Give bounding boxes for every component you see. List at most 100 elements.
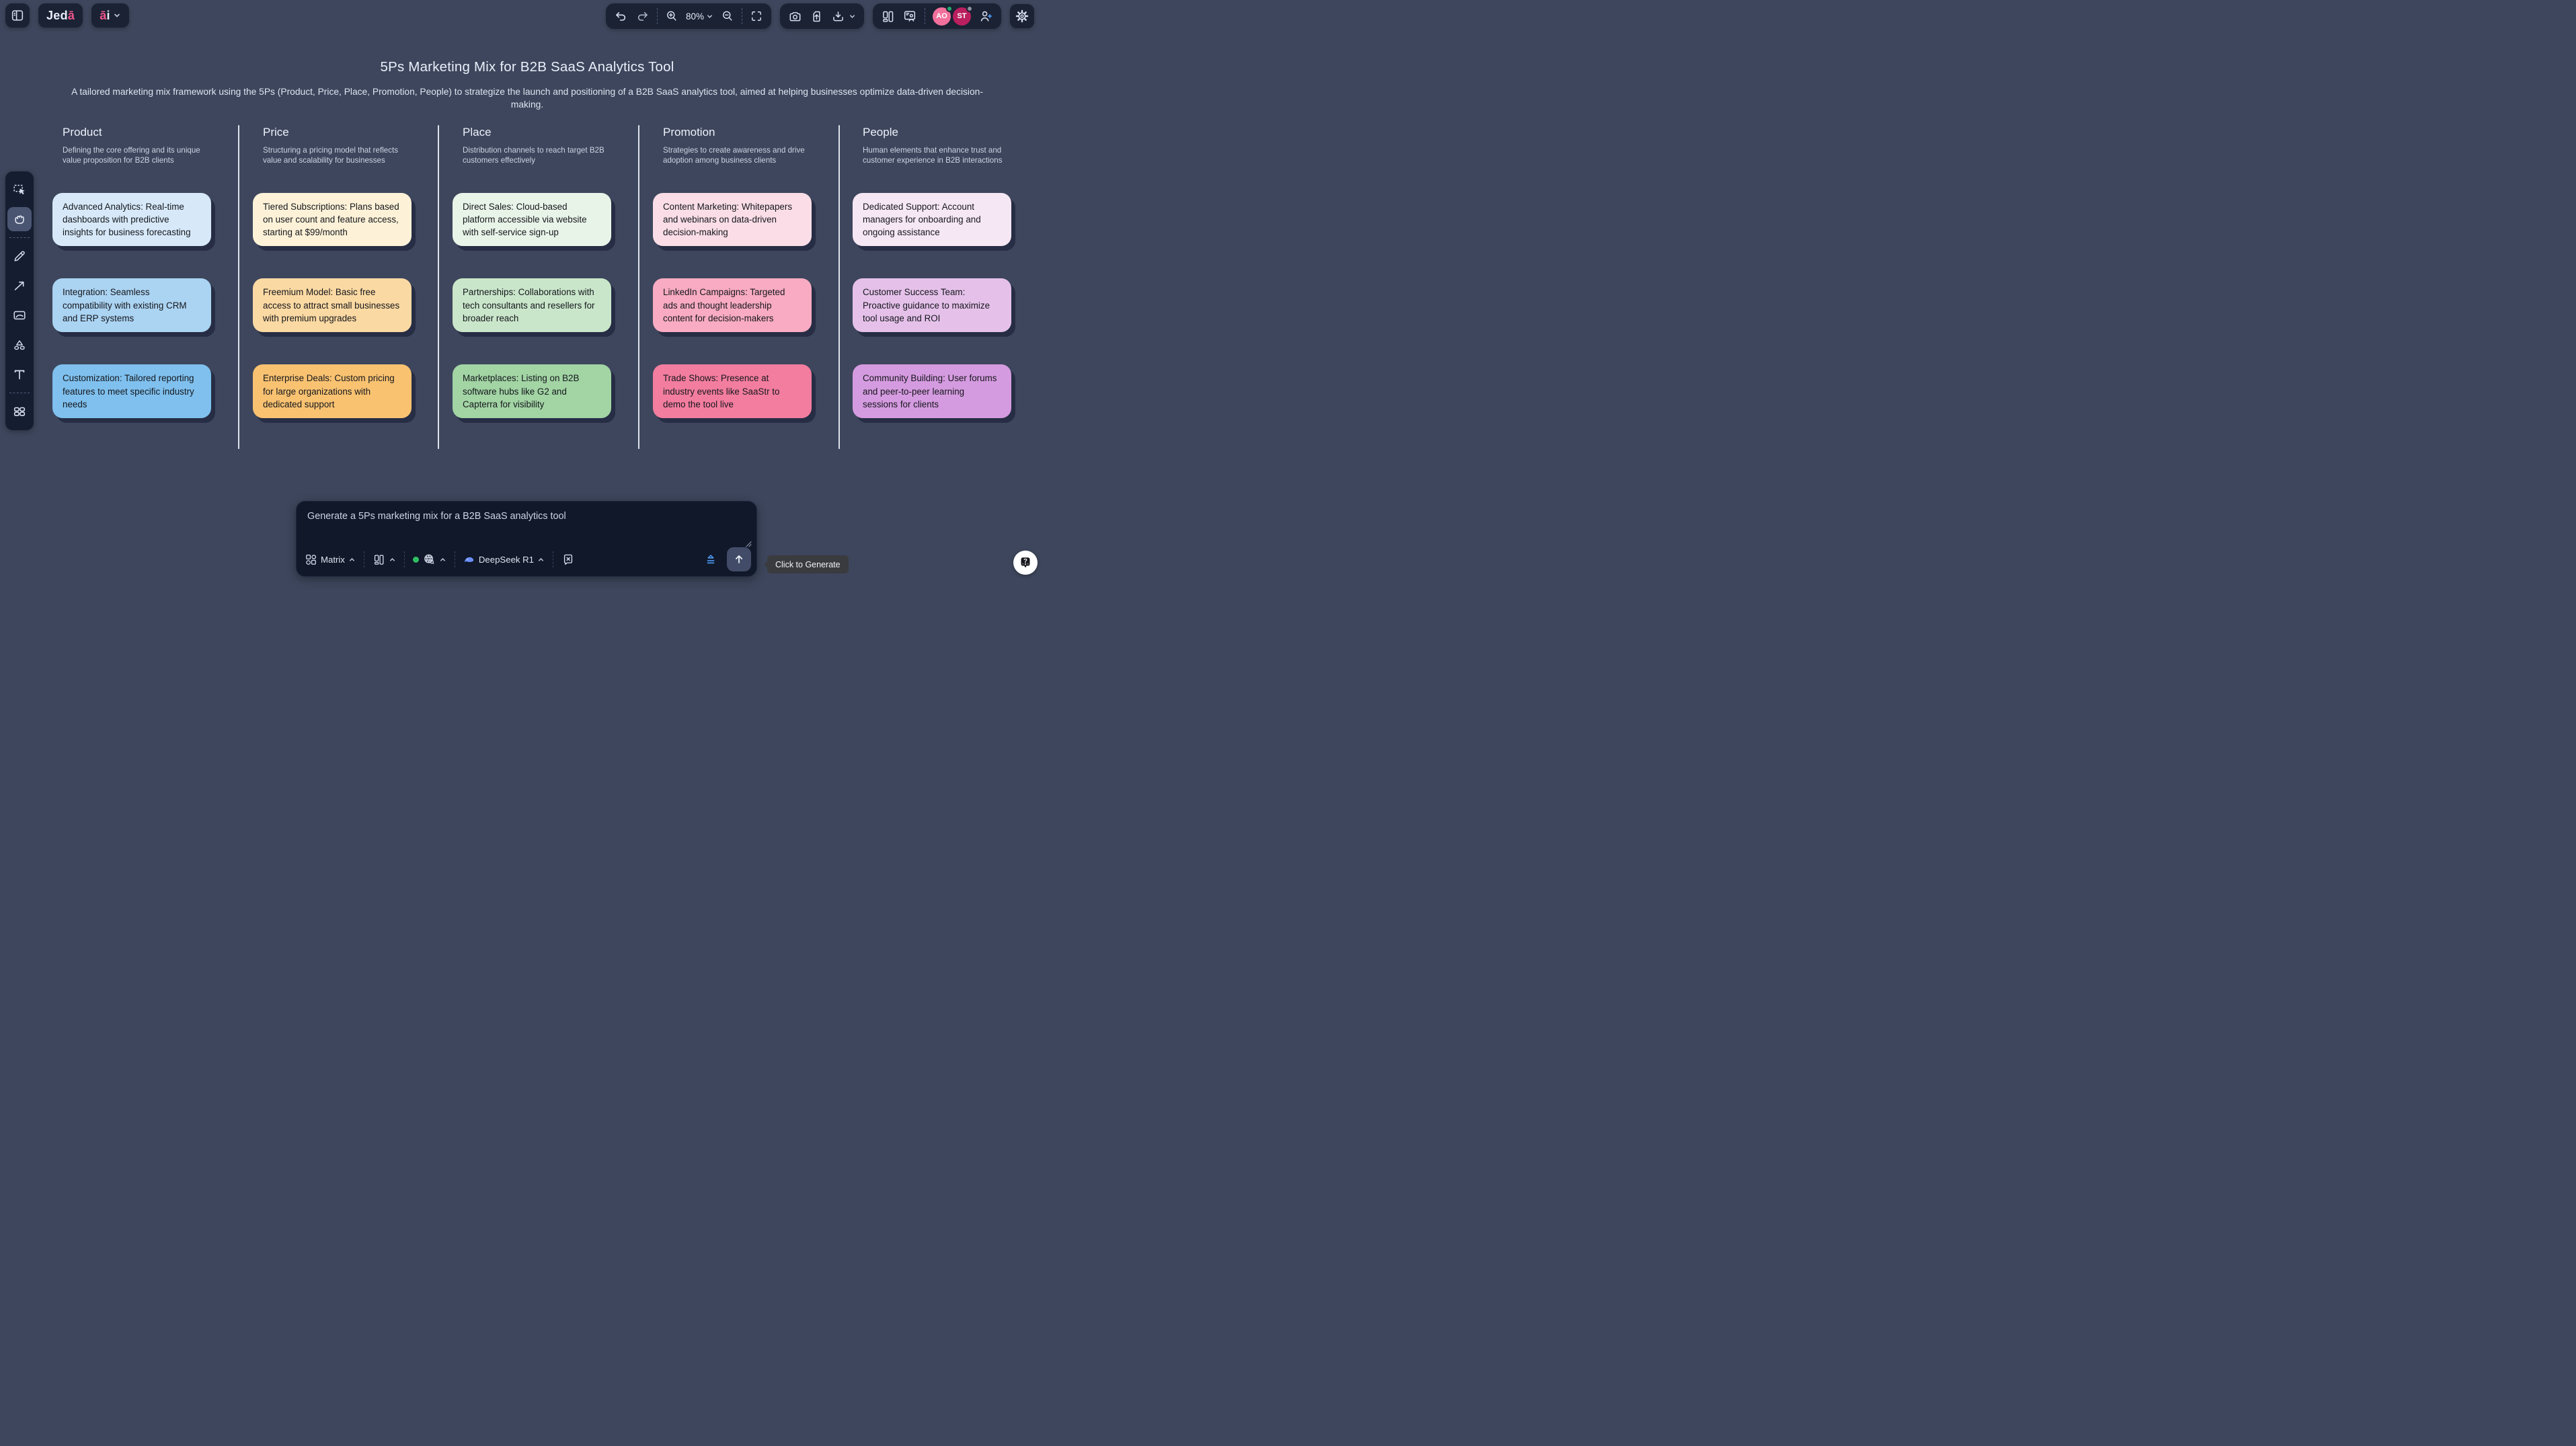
- matrix-column: Promotion Strategies to create awareness…: [653, 125, 812, 419]
- arrow-up-icon: [735, 555, 743, 563]
- sticky-note[interactable]: Customer Success Team: Proactive guidanc…: [853, 278, 1011, 333]
- generate-tooltip: Click to Generate: [764, 555, 849, 573]
- resize-grip-icon[interactable]: [744, 539, 752, 547]
- sticky-note[interactable]: LinkedIn Campaigns: Targeted ads and tho…: [653, 278, 812, 333]
- jeda-logo-button[interactable]: Jedā: [38, 3, 83, 28]
- column-title: Price: [263, 126, 289, 138]
- zoom-out-button[interactable]: [721, 9, 734, 23]
- column-notes: Content Marketing: Whitepapers and webin…: [653, 192, 812, 419]
- sticky-note[interactable]: Customization: Tailored reporting featur…: [52, 364, 211, 419]
- sticky-note[interactable]: Integration: Seamless compatibility with…: [52, 278, 211, 333]
- text-tool[interactable]: [7, 362, 32, 387]
- column-title: Place: [463, 126, 492, 138]
- undo-button[interactable]: [614, 9, 628, 24]
- sticky-note[interactable]: Trade Shows: Presence at industry events…: [653, 364, 812, 419]
- matrix-icon: [306, 554, 317, 565]
- template-select[interactable]: Matrix: [305, 553, 356, 566]
- chevron-up-icon: [349, 557, 354, 561]
- ai-menu-button[interactable]: āi: [91, 3, 129, 28]
- settings-button[interactable]: [1010, 4, 1034, 28]
- ai-logo: āi: [100, 8, 110, 22]
- column-description: Structuring a pricing model that reflect…: [263, 146, 399, 165]
- chevron-up-icon: [440, 557, 445, 561]
- column-description: Defining the core offering and its uniqu…: [63, 146, 200, 165]
- chevron-down-icon: [113, 11, 121, 19]
- shape-tool[interactable]: [7, 333, 32, 357]
- gear-icon: [1015, 9, 1029, 24]
- fit-screen-button[interactable]: [750, 9, 763, 23]
- prompt-bar[interactable]: Generate a 5Ps marketing mix for a B2B S…: [296, 501, 757, 577]
- import-file-button[interactable]: [810, 9, 824, 24]
- jeda-logo: Jedā: [46, 8, 75, 22]
- svg-text:?: ?: [1023, 558, 1027, 565]
- media-tool[interactable]: [7, 303, 32, 327]
- zoom-level-select[interactable]: 80%: [686, 11, 713, 22]
- generate-button[interactable]: [727, 547, 751, 571]
- column-divider: [438, 125, 439, 449]
- avatar-initials: AO: [936, 12, 947, 20]
- column-description: Strategies to create awareness and drive…: [663, 146, 805, 165]
- status-dot: [946, 5, 953, 12]
- column-header: Price Structuring a pricing model that r…: [253, 125, 412, 166]
- sticky-note[interactable]: Dedicated Support: Account managers for …: [853, 192, 1011, 247]
- divider: [403, 551, 405, 567]
- apps-tool[interactable]: [7, 399, 32, 424]
- help-button[interactable]: ?: [1013, 551, 1038, 575]
- chevron-down-icon: [850, 14, 855, 18]
- sticky-note[interactable]: Partnerships: Collaborations with tech c…: [453, 278, 611, 333]
- sticky-note[interactable]: Freemium Model: Basic free access to att…: [253, 278, 412, 333]
- model-label: DeepSeek R1: [478, 554, 535, 565]
- chevron-up-icon: [539, 557, 543, 561]
- boards-button[interactable]: [881, 9, 895, 24]
- select-tool[interactable]: [7, 177, 32, 202]
- pen-tool[interactable]: [7, 244, 32, 268]
- tool-palette: [5, 171, 34, 430]
- column-divider: [638, 125, 639, 449]
- sticky-note[interactable]: Enterprise Deals: Custom pricing for lar…: [253, 364, 412, 419]
- column-notes: Advanced Analytics: Real-time dashboards…: [52, 192, 211, 419]
- status-dot: [412, 556, 419, 563]
- arrow-tool[interactable]: [7, 274, 32, 298]
- prompt-input[interactable]: Generate a 5Ps marketing mix for a B2B S…: [307, 511, 566, 522]
- export-button[interactable]: [831, 9, 856, 24]
- zoom-in-button[interactable]: [665, 9, 678, 23]
- sticky-note[interactable]: Advanced Analytics: Real-time dashboards…: [52, 192, 211, 247]
- panel-left-icon: [10, 8, 25, 23]
- add-collaborator-button[interactable]: [978, 9, 993, 24]
- column-header: Place Distribution channels to reach tar…: [453, 125, 611, 166]
- page-title: 5Ps Marketing Mix for B2B SaaS Analytics…: [380, 59, 674, 75]
- sticky-note[interactable]: Marketplaces: Listing on B2B software hu…: [453, 364, 611, 419]
- redo-button[interactable]: [635, 9, 650, 24]
- model-select[interactable]: DeepSeek R1: [463, 553, 545, 565]
- topbar-right: 80% AO: [605, 3, 1034, 29]
- sidebar-toggle-button[interactable]: [5, 3, 30, 28]
- sticky-note[interactable]: Tiered Subscriptions: Plans based on use…: [253, 192, 412, 247]
- capture-export-group: [780, 3, 864, 29]
- status-dot: [966, 5, 973, 12]
- page-subtitle: A tailored marketing mix framework using…: [71, 87, 983, 110]
- clear-prompt-button[interactable]: [561, 553, 575, 566]
- pan-tool[interactable]: [7, 207, 32, 231]
- avatar[interactable]: ST: [953, 5, 973, 26]
- avatar[interactable]: AO: [933, 5, 953, 26]
- column-header: Product Defining the core offering and i…: [52, 125, 211, 166]
- matrix-column: People Human elements that enhance trust…: [853, 125, 1011, 419]
- column-notes: Tiered Subscriptions: Plans based on use…: [253, 192, 412, 419]
- avatar-initials: ST: [957, 12, 967, 20]
- present-button[interactable]: [902, 9, 917, 24]
- column-title: People: [863, 126, 898, 138]
- column-title: Promotion: [663, 126, 715, 138]
- collapse-bar-button[interactable]: [704, 553, 717, 566]
- sticky-note[interactable]: Community Building: User forums and peer…: [853, 364, 1011, 419]
- sticky-note[interactable]: Direct Sales: Cloud-based platform acces…: [453, 192, 611, 247]
- topbar-left: Jedā āi: [5, 3, 129, 28]
- sticky-note[interactable]: Content Marketing: Whitepapers and webin…: [653, 192, 812, 247]
- chevron-up-icon: [389, 557, 395, 561]
- column-description: Distribution channels to reach target B2…: [463, 146, 604, 165]
- web-access-select[interactable]: [412, 553, 446, 566]
- layout-icon: [374, 555, 384, 565]
- layout-select[interactable]: [373, 553, 396, 566]
- screenshot-button[interactable]: [788, 9, 802, 24]
- globe-search-icon: [424, 554, 434, 565]
- note-x-icon: [563, 554, 573, 565]
